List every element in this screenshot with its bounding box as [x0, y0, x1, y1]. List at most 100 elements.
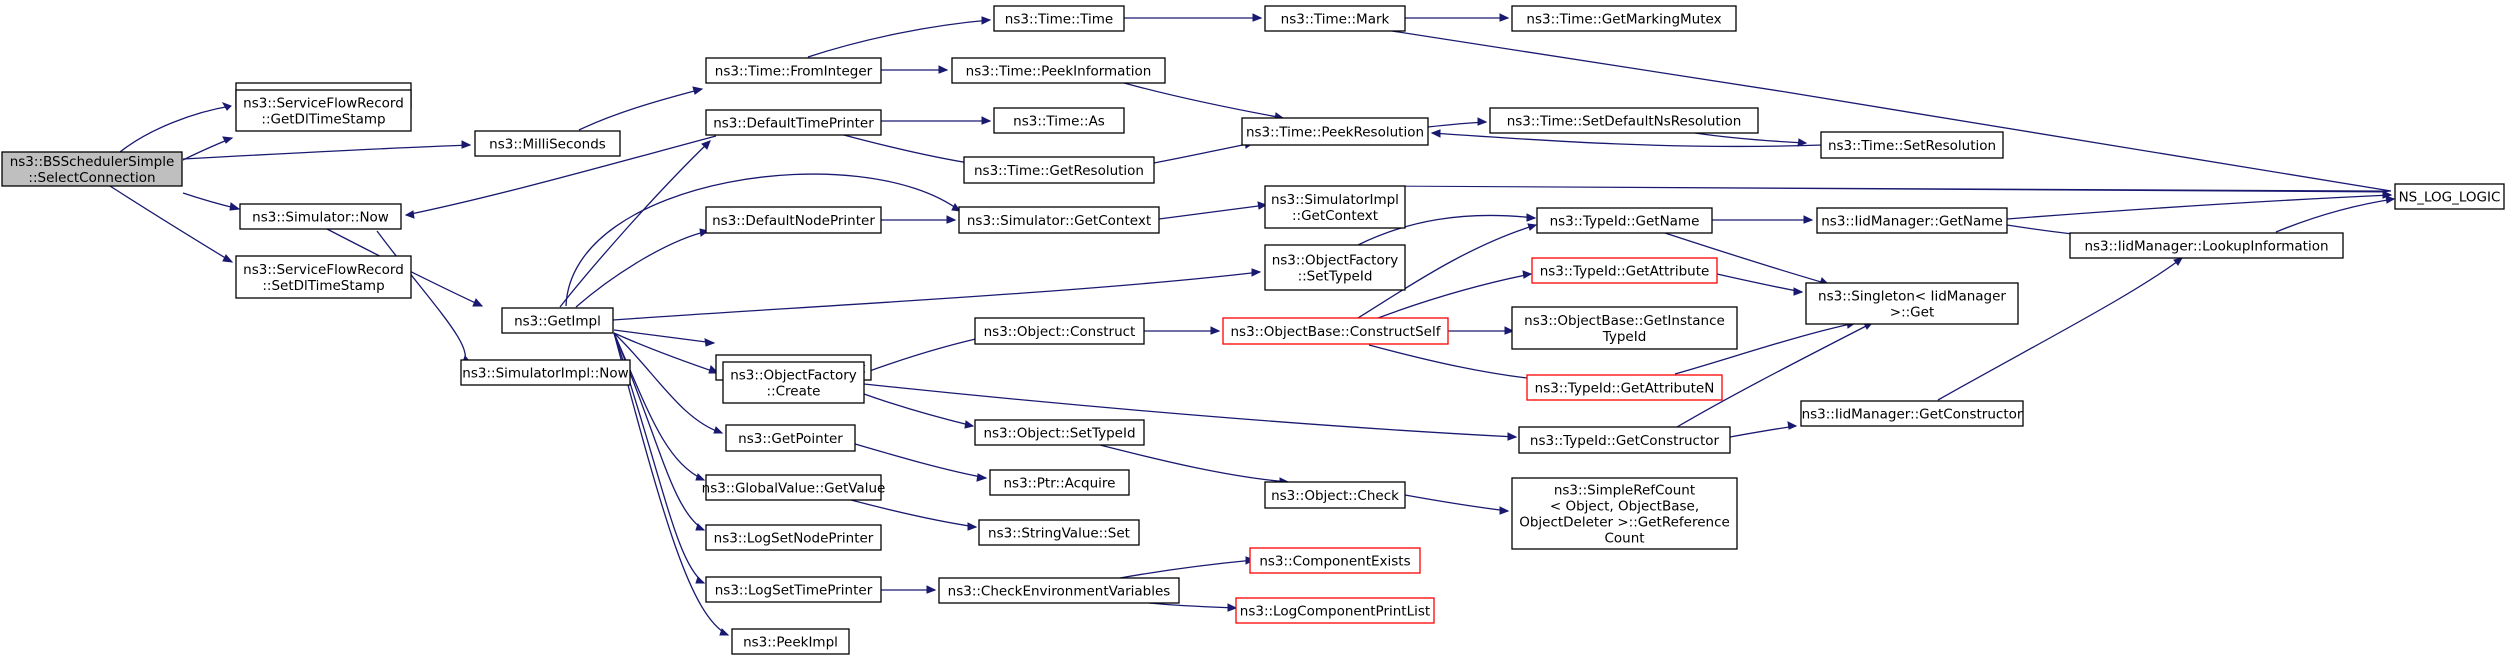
node-label: ::Create [767, 384, 821, 400]
node-timetime[interactable]: ns3::Time::Time [993, 5, 1125, 32]
node-sfr_set[interactable]: ns3::ServiceFlowRecord::SetDlTimeStamp [235, 255, 412, 299]
edge-ofcreate-to-objconstruct [863, 335, 990, 374]
node-ofsettype[interactable]: ns3::ObjectFactory::SetTypeId [1264, 244, 1406, 291]
node-box [963, 156, 1155, 184]
node-box [951, 57, 1166, 84]
node-box [705, 576, 882, 603]
node-label: ns3::IidManager::GetName [1821, 214, 2003, 230]
node-getimpl[interactable]: ns3::GetImpl [501, 307, 614, 334]
node-strset[interactable]: ns3::StringValue::Set [978, 519, 1140, 546]
node-setres[interactable]: ns3::Time::SetResolution [1820, 131, 2004, 159]
node-ofcreate[interactable]: ns3::ObjectFactory::Create [722, 361, 865, 404]
node-singleton[interactable]: ns3::Singleton< IidManager>::Get [1805, 282, 2019, 325]
node-label: ns3::Time::Time [1005, 12, 1113, 28]
edge-gvget-to-strset [850, 499, 977, 528]
node-typegetctor[interactable]: ns3::TypeId::GetConstructor [1518, 426, 1731, 454]
edge-constructself-to-typegetname [1357, 224, 1537, 319]
arrowhead-now-to-getimpl [472, 298, 484, 307]
node-box [1249, 547, 1421, 574]
node-objcheck[interactable]: ns3::Object::Check [1264, 481, 1406, 509]
node-lognode[interactable]: ns3::LogSetNodePrinter [705, 524, 882, 551]
node-logtime[interactable]: ns3::LogSetTimePrinter [705, 576, 882, 603]
node-gvget[interactable]: ns3::GlobalValue::GetValue [702, 474, 886, 501]
edge-getimpl-to-logtime [613, 332, 705, 584]
node-typegetattr[interactable]: ns3::TypeId::GetAttribute [1531, 257, 1718, 284]
node-box [1820, 131, 2004, 159]
node-typegetattrn[interactable]: ns3::TypeId::GetAttributeN [1526, 374, 1723, 401]
arrowhead-getimpl-to-getctx [951, 203, 962, 212]
node-objsettype[interactable]: ns3::Object::SetTypeId [974, 419, 1145, 446]
node-checkenv[interactable]: ns3::CheckEnvironmentVariables [938, 577, 1180, 604]
node-root[interactable]: ns3::BSSchedulerSimple::SelectConnection [1, 151, 183, 187]
node-sfr_get[interactable]: ns3::ServiceFlowRecord::GetDlTimeStamp [235, 89, 412, 132]
node-label: ns3::Simulator::Now [252, 210, 389, 226]
node-refcount[interactable]: ns3::SimpleRefCount< Object, ObjectBase,… [1511, 477, 1738, 550]
edge-getimpl-to-peekimpl [613, 332, 729, 636]
node-label: ns3::DefaultNodePrinter [712, 213, 875, 229]
arrowhead-root-to-now [229, 202, 241, 211]
node-simimpl_now[interactable]: ns3::SimulatorImpl::Now [460, 359, 631, 386]
node-label: ns3::ObjectBase::GetInstance [1524, 313, 1725, 329]
node-box [993, 107, 1125, 134]
node-label: ns3::Singleton< IidManager [1818, 289, 2006, 305]
node-box [474, 130, 621, 157]
node-iidgetname[interactable]: ns3::IidManager::GetName [1816, 207, 2008, 234]
node-getres[interactable]: ns3::Time::GetResolution [963, 156, 1155, 184]
edge-typegetctor-to-iidgetctor [1729, 425, 1797, 438]
node-box [1511, 306, 1738, 350]
node-label: ::GetContext [1292, 208, 1378, 224]
node-timeas[interactable]: ns3::Time::As [993, 107, 1125, 134]
node-box [460, 359, 631, 386]
node-milli[interactable]: ns3::MilliSeconds [474, 130, 621, 157]
node-markmutex[interactable]: ns3::Time::GetMarkingMutex [1511, 5, 1737, 32]
node-label: ns3::ObjectFactory [730, 368, 857, 384]
arrowhead-getimpl-to-gvget [695, 473, 706, 481]
node-box [1489, 107, 1759, 134]
arrowhead-root-to-sfr_get [222, 136, 234, 144]
node-deftime[interactable]: ns3::DefaultTimePrinter [705, 109, 882, 136]
arrowhead-deftime-to-timeas [981, 116, 992, 125]
arrowhead-lookupinfo-to-nslog [2385, 195, 2396, 204]
node-compexists[interactable]: ns3::ComponentExists [1249, 547, 1421, 574]
node-lookupinfo[interactable]: ns3::IidManager::LookupInformation [2069, 232, 2344, 259]
edge-deftime-to-getres [839, 133, 976, 165]
arrowhead-getimpl-to-logtime [695, 576, 706, 584]
node-box [1816, 207, 2008, 234]
arrowhead-peekres-to-setdefres [1477, 117, 1488, 126]
node-label: TypeId [1602, 329, 1647, 345]
node-peekinfo[interactable]: ns3::Time::PeekInformation [951, 57, 1166, 84]
arrowhead-constructself-to-obgetinst [1504, 326, 1515, 335]
node-box [1264, 481, 1406, 509]
node-objconstruct[interactable]: ns3::Object::Construct [974, 317, 1145, 345]
node-mark[interactable]: ns3::Time::Mark [1264, 5, 1406, 32]
node-ptracq[interactable]: ns3::Ptr::Acquire [989, 469, 1130, 496]
node-getpointer[interactable]: ns3::GetPointer [725, 424, 856, 452]
arrowhead-getimpl-to-getpointer [713, 426, 724, 434]
node-label: ns3::ServiceFlowRecord [243, 262, 404, 278]
arrowhead-getimpl-to-lognode [695, 523, 706, 531]
node-label: ns3::ComponentExists [1259, 554, 1410, 570]
node-nslog[interactable]: NS_LOG_LOGIC [2394, 183, 2505, 210]
arrowhead-logtime-to-checkenv [926, 585, 937, 594]
node-peekres[interactable]: ns3::Time::PeekResolution [1241, 117, 1429, 146]
node-getctx[interactable]: ns3::Simulator::GetContext [958, 206, 1160, 234]
node-iidgetctor[interactable]: ns3::IidManager::GetConstructor [1800, 400, 2024, 427]
node-setdefres[interactable]: ns3::Time::SetDefaultNsResolution [1489, 107, 1759, 134]
node-box [1264, 5, 1406, 32]
node-peekimpl[interactable]: ns3::PeekImpl [731, 628, 850, 655]
node-logcomplist[interactable]: ns3::LogComponentPrintList [1235, 597, 1435, 624]
arrowhead-ofcreate-to-objsettype [964, 420, 975, 429]
node-frominteger[interactable]: ns3::Time::FromInteger [705, 57, 882, 84]
arrowhead-typegetctor-to-iidgetctor [1787, 421, 1798, 430]
arrowhead-constructself-to-typegetname [1527, 223, 1538, 231]
node-simimpl_ctx[interactable]: ns3::SimulatorImpl::GetContext [1264, 185, 1406, 229]
node-typegetname[interactable]: ns3::TypeId::GetName [1536, 207, 1713, 234]
call-nodes: ns3::BSSchedulerSimple::SelectConnection… [1, 5, 2505, 655]
node-box [974, 419, 1145, 446]
node-now[interactable]: ns3::Simulator::Now [239, 203, 402, 230]
node-defnode[interactable]: ns3::DefaultNodePrinter [705, 206, 882, 234]
node-constructself[interactable]: ns3::ObjectBase::ConstructSelf [1222, 317, 1449, 345]
node-box [705, 57, 882, 84]
node-label: ns3::TypeId::GetConstructor [1530, 433, 1720, 449]
